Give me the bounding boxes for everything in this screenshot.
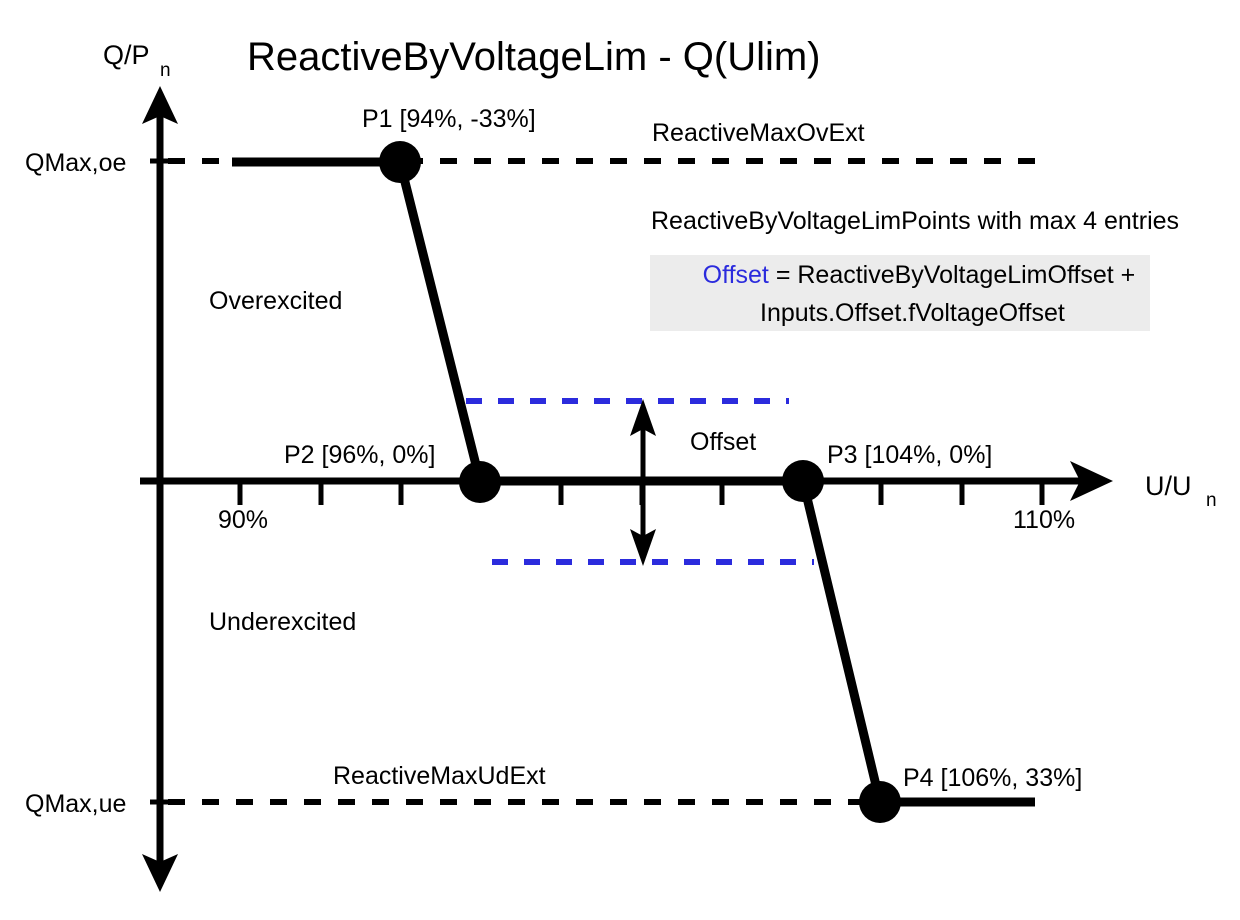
page-title: ReactiveByVoltageLim - Q(Ulim): [247, 35, 821, 79]
y-tick-label-qmax-ue: QMax,ue: [25, 790, 126, 818]
data-point-label-p1: P1 [94%, -33%]: [362, 105, 536, 133]
y-axis-label-subscript: n: [160, 60, 171, 81]
formula-line2: Inputs.Offset.fVoltageOffset: [760, 299, 1065, 327]
x-axis-label-subscript: n: [1206, 490, 1217, 511]
offset-arrow-down-head: [630, 529, 656, 566]
formula-line2-background: [650, 293, 1150, 331]
formula-line1-rest: = ReactiveByVoltageLimOffset +: [769, 261, 1135, 289]
data-point-label-p2: P2 [96%, 0%]: [284, 441, 435, 469]
characteristic-curve: [232, 157, 1035, 807]
x-tick-label-right: 110%: [1013, 506, 1075, 534]
formula-offset-term: Offset: [703, 261, 769, 289]
data-point-label-p3: P3 [104%, 0%]: [827, 441, 992, 469]
x-axis-ticks: [237, 481, 1045, 505]
x-axis-arrowhead: [1070, 461, 1113, 501]
y-axis-down-arrowhead: [142, 854, 178, 892]
region-label-overexcited: Overexcited: [209, 287, 342, 315]
formula-line1: Offset = ReactiveByVoltageLimOffset +: [654, 261, 1170, 289]
points-note: ReactiveByVoltageLimPoints with max 4 en…: [651, 207, 1179, 235]
reactive-max-ud-ext-label: ReactiveMaxUdExt: [333, 762, 546, 790]
y-axis-label: Q/P: [103, 40, 150, 70]
y-axis-up-arrowhead: [142, 86, 178, 124]
reactive-max-ov-ext-label: ReactiveMaxOvExt: [652, 119, 865, 147]
data-point-p2[interactable]: [459, 461, 501, 503]
data-point-label-p4: P4 [106%, 33%]: [903, 764, 1082, 792]
data-point-p1[interactable]: [379, 141, 421, 183]
x-tick-label-left: 90%: [218, 506, 268, 534]
formula-line1-background: [650, 255, 1150, 293]
offset-label: Offset: [690, 428, 756, 456]
x-axis-label: U/U: [1145, 471, 1192, 501]
region-label-underexcited: Underexcited: [209, 608, 356, 636]
y-tick-label-qmax-oe: QMax,oe: [25, 149, 126, 177]
data-point-p3[interactable]: [782, 460, 824, 502]
offset-arrow-up-head: [630, 399, 656, 436]
data-point-p4[interactable]: [859, 781, 901, 823]
